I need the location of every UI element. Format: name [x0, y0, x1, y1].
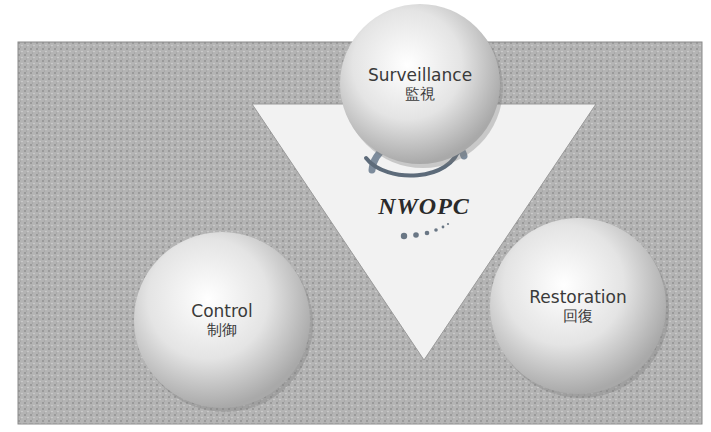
japanese-label: 回復 [563, 307, 593, 325]
surveillance-sphere: Surveillance監視 [340, 4, 500, 164]
english-label: Restoration [529, 287, 626, 307]
logo-text: NWOPC [378, 192, 470, 221]
control-sphere: Control制御 [134, 232, 310, 408]
logo-swoosh [366, 136, 464, 175]
japanese-label: 制御 [207, 321, 237, 339]
logo-dots [401, 223, 449, 239]
japanese-label: 監視 [405, 85, 435, 103]
english-label: Control [191, 301, 252, 321]
restoration-sphere: Restoration回復 [490, 218, 666, 394]
english-label: Surveillance [368, 65, 472, 85]
